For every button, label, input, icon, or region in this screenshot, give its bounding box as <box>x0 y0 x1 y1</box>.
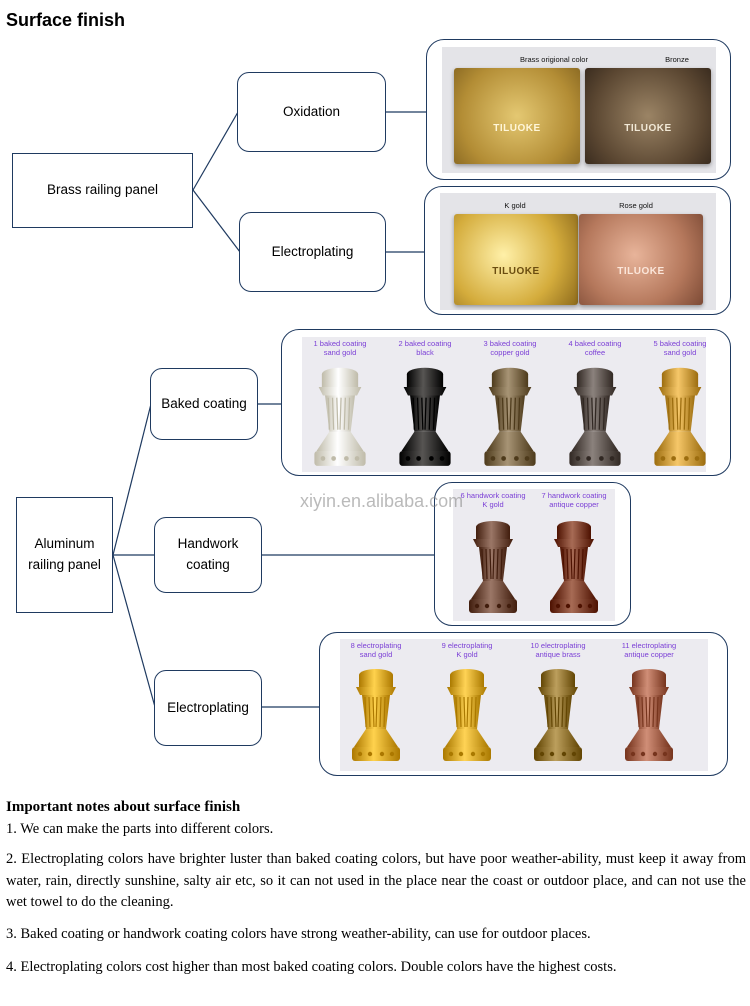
plaque-rosegold: TILUOKE <box>579 214 703 305</box>
plaque-logo-text: TILUOKE <box>624 123 672 134</box>
finish-label-line2: sand gold <box>359 649 393 659</box>
oxidation-photo: Brass origional color Bronze TILUOKE TIL… <box>426 39 731 180</box>
brass-root-box: Brass railing panel <box>12 153 193 228</box>
finish-label-line1: 2 baked coating <box>398 339 452 348</box>
finish-label-line2: antique brass <box>535 649 581 659</box>
aluminum-root-line1: Aluminum <box>34 536 95 552</box>
aluminum-electroplating-label: Electroplating <box>167 699 249 715</box>
finish-label-line1: 10 electroplating <box>530 641 586 650</box>
aluminum-root-box: Aluminum railing panel <box>16 497 113 613</box>
finish-label-line2: antique copper <box>624 649 674 659</box>
railing-cap-image <box>484 367 536 466</box>
railing-cap-image <box>654 367 706 466</box>
oxidation-box: Oxidation <box>237 72 386 152</box>
baked-coating-label: Baked coating <box>161 395 247 411</box>
baked-coating-box: Baked coating <box>150 368 258 440</box>
railing-cap-image <box>469 521 517 613</box>
plaque-logo-text: TILUOKE <box>617 266 665 277</box>
plaque-label-rosegold: Rose gold <box>619 201 653 210</box>
plaque-label-kgold: K gold <box>504 201 526 210</box>
handwork-coating-box: Handwork coating <box>154 517 262 593</box>
railing-cap-image <box>569 367 621 466</box>
finish-label-line2: sand gold <box>323 347 357 357</box>
note-item: 4. Electroplating colors cost higher tha… <box>6 958 617 975</box>
brass-root-label: Brass railing panel <box>46 182 159 198</box>
finish-label-line1: 3 baked coating <box>483 339 537 348</box>
finish-label-line2: K gold <box>456 649 478 659</box>
aluminum-root-line2: railing panel <box>28 557 101 572</box>
finish-label-line2: sand gold <box>663 347 697 357</box>
finish-label-line1: 6 handwork coating <box>460 491 526 500</box>
note-item: 1. We can make the parts into different … <box>6 821 274 838</box>
page-title: Surface finish <box>6 10 126 30</box>
finish-label-line2: K gold <box>482 499 504 509</box>
finish-label-line2: black <box>416 347 434 357</box>
railing-cap-image <box>352 669 400 761</box>
plaque-label-brass: Brass origional color <box>520 55 588 64</box>
finish-label-line1: 7 handwork coating <box>541 491 607 500</box>
railing-cap-image <box>534 669 582 761</box>
handwork-line1: Handwork <box>177 536 239 552</box>
railing-cap-image <box>314 367 366 466</box>
plaque-logo-text: TILUOKE <box>493 123 541 134</box>
plaque-brass: TILUOKE <box>454 68 580 164</box>
plaque-kgold: TILUOKE <box>454 214 578 305</box>
finish-label-line1: 1 baked coating <box>313 339 367 348</box>
aluminum-electroplating-box: Electroplating <box>154 670 262 746</box>
note-item: 2. Electroplating colors have brighter l… <box>6 851 746 910</box>
plaque-logo-text: TILUOKE <box>492 266 540 277</box>
watermark: xiyin.en.alibaba.com <box>300 491 464 511</box>
finish-label-line2: copper gold <box>490 347 530 357</box>
railing-cap-image <box>399 367 451 466</box>
railing-cap-image <box>443 669 491 761</box>
notes-section: Important notes about surface finish 1. … <box>6 796 746 989</box>
finish-label-line1: 8 electroplating <box>350 641 402 650</box>
brass-electroplating-label: Electroplating <box>271 243 354 259</box>
brass-electroplating-photo: K gold Rose gold TILUOKE TILUOKE <box>424 186 731 315</box>
note-item: 3. Baked coating or handwork coating col… <box>6 926 591 943</box>
brass-electroplating-box: Electroplating <box>239 212 386 292</box>
railing-cap-image <box>550 521 598 613</box>
railing-cap-image <box>625 669 673 761</box>
finish-label-line2: antique copper <box>549 499 599 509</box>
handwork-line2: coating <box>186 557 230 572</box>
finish-label-line1: 5 baked coating <box>653 339 707 348</box>
finish-label-line1: 11 electroplating <box>621 641 677 650</box>
plaque-label-bronze: Bronze <box>665 55 689 64</box>
oxidation-label: Oxidation <box>282 103 341 119</box>
notes-heading: Important notes about surface finish <box>6 799 241 815</box>
finish-label-line1: 9 electroplating <box>441 641 493 650</box>
plaque-bronze: TILUOKE <box>585 68 711 164</box>
finish-label-line2: coffee <box>584 347 606 357</box>
finish-label-line1: 4 baked coating <box>568 339 622 348</box>
